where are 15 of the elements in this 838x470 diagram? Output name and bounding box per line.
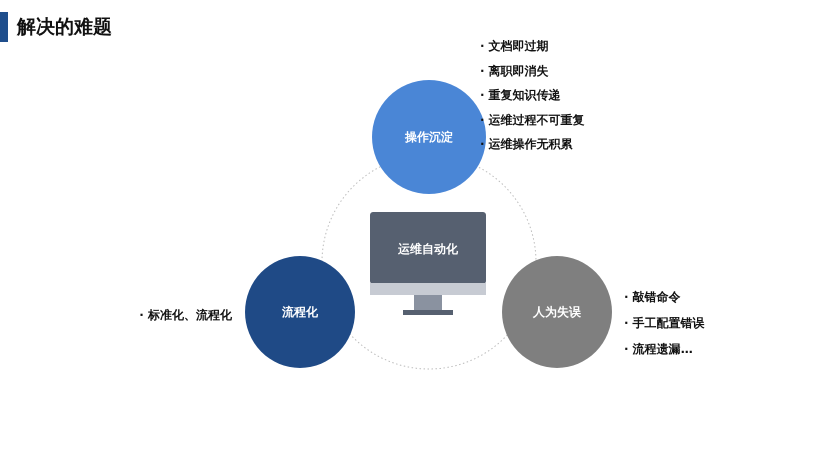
bullet-text: · 重复知识传递 xyxy=(480,87,561,104)
bullet-text: · 离职即消失 xyxy=(480,62,549,80)
node-label: 流程化 xyxy=(282,304,318,320)
bullet-text: · 运维操作无积累 xyxy=(480,136,573,153)
bullet-text: · 流程遗漏… xyxy=(624,341,693,358)
bullet-text: · 文档即过期 xyxy=(480,38,549,55)
bullet-text: · 敲错命令 xyxy=(624,289,681,306)
title: 解决的难题 xyxy=(17,15,112,40)
node-label: 人为失误 xyxy=(533,304,581,320)
monitor-drawing xyxy=(370,212,486,316)
bullet-text: · 运维过程不可重复 xyxy=(480,112,585,128)
node-label: 操作沉淀 xyxy=(405,128,453,146)
node-label: 运维自动化 xyxy=(398,241,458,258)
bullet-text: · 手工配置错误 xyxy=(624,315,705,332)
bullet-text: · 标准化、流程化 xyxy=(139,307,232,324)
